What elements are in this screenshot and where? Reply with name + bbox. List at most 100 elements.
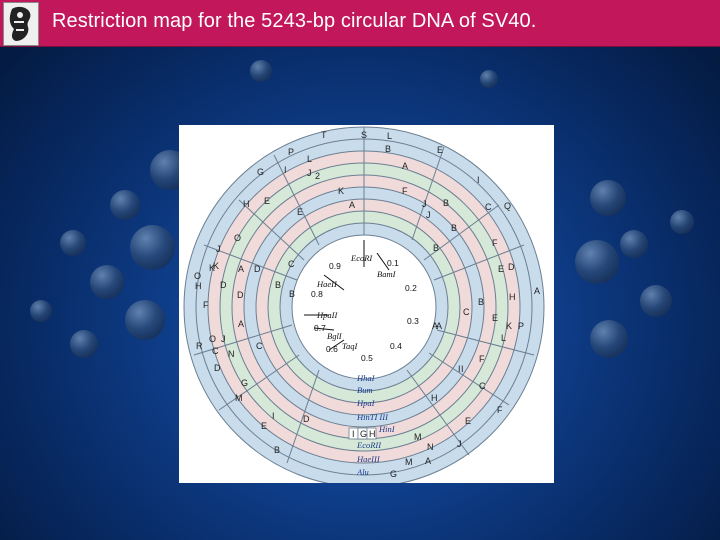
enzyme-label-haeiii: HaeIII xyxy=(356,454,381,464)
inner-map: EcoRI BamI HaeII HpaII BglI TaqI 0.1 0.2… xyxy=(304,240,419,363)
fragment-label: B xyxy=(451,223,457,233)
fragment-label: M xyxy=(414,432,422,442)
fragment-label: E xyxy=(498,264,504,274)
fragment-label: Q xyxy=(504,201,511,211)
fragment-label: A xyxy=(238,264,244,274)
fragment-label: N xyxy=(228,349,235,359)
fragment-label: M xyxy=(405,457,413,467)
right-fragment-labels: D E H A B C K P L A F H J M M E F E I C … xyxy=(390,210,540,479)
fragment-label: L xyxy=(387,131,392,141)
fragment-label: A xyxy=(425,456,431,466)
fragment-label: B xyxy=(275,280,281,290)
fragment-label: F xyxy=(497,405,503,415)
fragment-label: E xyxy=(264,196,270,206)
fragment-label: O xyxy=(194,271,201,281)
fragment-label: H xyxy=(509,292,516,302)
fragment-label: G xyxy=(241,378,248,388)
fragment-label: E xyxy=(297,207,303,217)
fragment-label: P xyxy=(288,147,294,157)
fragment-label: D xyxy=(214,363,221,373)
fragment-label: D xyxy=(303,414,310,424)
enzyme-labels: HhaI Bum HpaI HinTI III HinI EcoRII HaeI… xyxy=(356,373,396,477)
fragment-label: A xyxy=(349,200,355,210)
fragment-label: I xyxy=(272,411,275,421)
map-position-label: 0.2 xyxy=(405,283,417,293)
fragment-label: M xyxy=(235,393,243,403)
fragment-label: B xyxy=(274,445,280,455)
inner-enzyme-haeii: HaeII xyxy=(316,279,338,289)
fragment-box-label: I xyxy=(352,429,355,439)
fragment-label: D xyxy=(508,262,515,272)
fragment-label: A xyxy=(402,161,408,171)
restriction-map-figure: T S L P L B E G I J 2 A I H K F E E A J … xyxy=(179,125,554,483)
fragment-label: K xyxy=(213,261,219,271)
enzyme-label-hinti-iii: HinTI III xyxy=(356,412,389,422)
bottom-fragment-boxes: I G H xyxy=(348,427,377,440)
ring-cut-marks xyxy=(193,127,535,464)
fragment-label: I xyxy=(284,165,287,175)
fragment-label: G xyxy=(390,469,397,479)
fragment-label: L xyxy=(307,154,312,164)
fragment-label: E xyxy=(261,421,267,431)
map-position-label: 0.4 xyxy=(390,341,402,351)
inner-enzyme-ecori: EcoRI xyxy=(350,253,373,263)
inner-enzyme-hpaii: HpaII xyxy=(316,310,338,320)
fragment-label: B xyxy=(478,297,484,307)
fragment-label: G xyxy=(257,167,264,177)
fragment-label: C xyxy=(212,346,219,356)
fragment-label: C xyxy=(479,381,486,391)
fragment-label: D xyxy=(220,280,227,290)
fragment-label: 2 xyxy=(315,171,320,181)
fragment-label: N xyxy=(427,442,434,452)
fragment-label: R xyxy=(196,341,203,351)
fragment-label: B xyxy=(385,144,391,154)
fragment-label: I xyxy=(477,175,480,185)
fragment-label: C xyxy=(288,259,295,269)
left-fragment-labels: J K K A D O F B C B D D H A O J N R C C … xyxy=(194,244,310,455)
fragment-label: J xyxy=(216,244,221,254)
fragment-label: J xyxy=(221,334,226,344)
fragment-label: J xyxy=(307,168,312,178)
fragment-box-label: G xyxy=(360,429,367,439)
inner-enzyme-bami: BamI xyxy=(377,269,397,279)
slide-title: Restriction map for the 5243-bp circular… xyxy=(52,10,537,32)
restriction-rings xyxy=(183,126,545,483)
fragment-label: B xyxy=(443,198,449,208)
title-bar: Restriction map for the 5243-bp circular… xyxy=(0,0,720,47)
map-position-label: 0.8 xyxy=(311,289,323,299)
fragment-label: D xyxy=(237,290,244,300)
map-position-label: 0.5 xyxy=(361,353,373,363)
fragment-label: A xyxy=(534,286,540,296)
fragment-label: T xyxy=(321,130,327,140)
fragment-label: J xyxy=(457,439,462,449)
fragment-label: K xyxy=(338,186,344,196)
fragment-label: D xyxy=(254,264,261,274)
fragment-label: E xyxy=(437,145,443,155)
fragment-label: S xyxy=(361,130,367,140)
map-position-label: 0.7 xyxy=(314,323,326,333)
fragment-label: B xyxy=(289,289,295,299)
fragment-label: E xyxy=(492,313,498,323)
fragment-label: F xyxy=(402,186,408,196)
fragment-label: I xyxy=(458,364,461,374)
fragment-label: O xyxy=(209,334,216,344)
fragment-label: H xyxy=(431,393,438,403)
map-position-label: 0.6 xyxy=(326,344,338,354)
fragment-label: F xyxy=(492,238,498,248)
fragment-label: E xyxy=(465,416,471,426)
inner-enzyme-taqi: TaqI xyxy=(342,341,358,351)
fragment-box-label: H xyxy=(369,429,376,439)
map-position-label: 0.1 xyxy=(387,258,399,268)
fragment-label: C xyxy=(463,307,470,317)
fragment-label: I xyxy=(461,364,464,374)
enzyme-label-ecorii: EcoRII xyxy=(356,440,382,450)
figure-logo-icon xyxy=(3,2,39,46)
enzyme-label-hhai: HhaI xyxy=(356,373,376,383)
enzyme-label-hpai: HpaI xyxy=(356,398,376,408)
fragment-label: P xyxy=(518,321,524,331)
fragment-label: L xyxy=(501,333,506,343)
enzyme-label-alu: Alu xyxy=(356,467,369,477)
fragment-label: B xyxy=(433,243,439,253)
fragment-label: F xyxy=(479,354,485,364)
top-fragment-labels: T S L P L B E G I J 2 A I H K F E E A J … xyxy=(234,130,511,248)
